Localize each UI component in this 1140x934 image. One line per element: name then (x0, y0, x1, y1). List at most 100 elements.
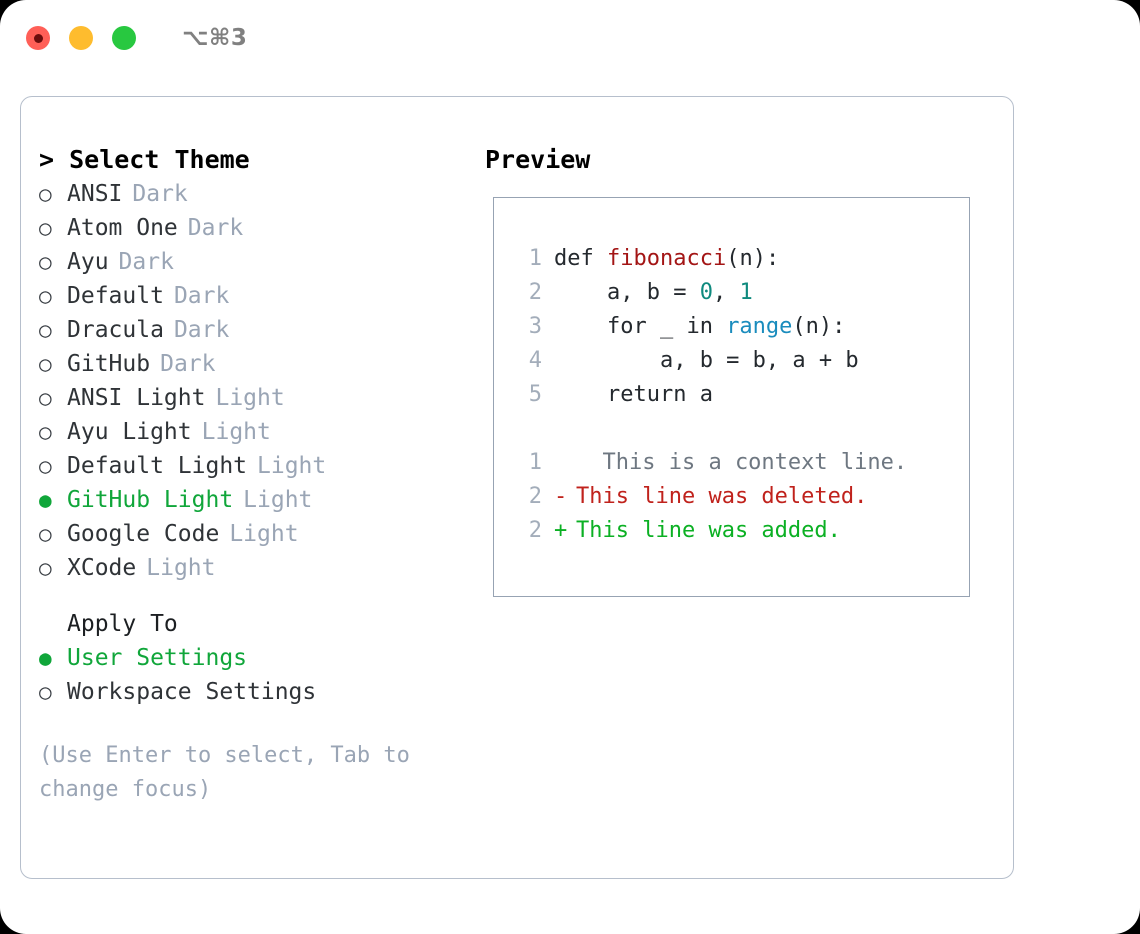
code-token-plain: a, b = b, a + b (554, 348, 859, 373)
theme-variant-tag: Dark (173, 283, 230, 309)
theme-option-label: ANSI (67, 181, 123, 207)
theme-option-label: ANSI Light (67, 385, 206, 411)
theme-option-ansi[interactable]: ○ ANSI Dark (39, 177, 483, 211)
theme-option-label: Ayu Light (67, 419, 192, 445)
radio-unselected-icon: ○ (39, 420, 52, 444)
code-token-plain: , (712, 280, 740, 305)
code-text: def fibonacci(n): (554, 242, 779, 276)
theme-option-dracula[interactable]: ○ Dracula Dark (39, 313, 483, 347)
line-number: 2 (528, 280, 542, 305)
theme-variant-tag: Dark (160, 351, 216, 377)
radio-unselected-icon: ○ (39, 680, 52, 704)
diff-line-deleted: 2-This line was deleted. (512, 480, 969, 514)
theme-variant-tag: Dark (187, 215, 244, 241)
diff-sample: 1 This is a context line.2-This line was… (512, 446, 969, 548)
radio-unselected-icon: ○ (39, 284, 52, 308)
theme-option-xcode[interactable]: ○ XCode Light (39, 551, 483, 585)
page-title: > Select Theme (39, 145, 250, 174)
theme-variant-tag: Light (257, 453, 327, 479)
diff-marker: + (554, 518, 568, 543)
code-line: 4 a, b = b, a + b (512, 344, 969, 378)
theme-variant-tag: Light (146, 555, 216, 581)
theme-option-atom-one[interactable]: ○ Atom One Dark (39, 211, 483, 245)
theme-variant-tag: Dark (173, 317, 230, 343)
theme-variant-tag: Dark (118, 249, 174, 275)
theme-option-ayu[interactable]: ○ Ayu Dark (39, 245, 483, 279)
radio-unselected-icon: ○ (39, 318, 52, 342)
diff-line-added: 2 + This line was added. (512, 514, 969, 548)
hint-line-2: change focus) (39, 777, 212, 802)
theme-option-label: Google Code (67, 521, 220, 547)
code-token-plain: a, b = (554, 280, 700, 305)
code-token-num: 1 (739, 280, 753, 305)
theme-option-label: Atom One (67, 215, 178, 241)
maximize-button[interactable] (112, 26, 136, 50)
apply-to-heading: Apply To (67, 611, 178, 637)
code-token-plain: for _ in (554, 314, 727, 339)
code-text: a, b = b, a + b (554, 344, 859, 378)
apply-to-option-user-settings[interactable]: ● User Settings (39, 641, 483, 675)
code-text: a, b = 0, 1 (554, 276, 753, 310)
code-text: for _ in range(n): (554, 310, 845, 344)
code-line: 3 for _ in range(n): (512, 310, 969, 344)
close-button[interactable] (26, 26, 50, 50)
line-number: 4 (528, 348, 542, 373)
theme-variant-tag: Dark (132, 181, 188, 207)
radio-unselected-icon: ○ (39, 216, 52, 240)
code-token-plain: (n): (792, 314, 846, 339)
theme-option-label: GitHub (67, 351, 151, 377)
code-token-plain: def (554, 246, 607, 271)
theme-option-label: XCode (67, 555, 137, 581)
diff-line-context: 1 This is a context line. (512, 446, 969, 480)
radio-unselected-icon: ○ (39, 250, 52, 274)
theme-variant-tag: Light (215, 385, 285, 411)
theme-variant-tag: Light (243, 487, 313, 513)
apply-to-option-workspace-settings[interactable]: ○ Workspace Settings (39, 675, 483, 709)
code-token-plain: (n): (726, 246, 780, 271)
keyboard-shortcut-label: ⌥⌘3 (182, 25, 248, 51)
radio-unselected-icon: ○ (39, 522, 52, 546)
minimize-button[interactable] (69, 26, 93, 50)
radio-unselected-icon: ○ (39, 386, 52, 410)
theme-option-label: Ayu (67, 249, 109, 275)
line-number: 1 (528, 246, 542, 271)
diff-marker: - (554, 484, 568, 509)
theme-option-github-light[interactable]: ● GitHub Light Light (39, 483, 483, 517)
apply-to-option-label: User Settings (67, 645, 248, 671)
hint-line-1: (Use Enter to select, Tab to (39, 743, 410, 768)
code-token-builtin: range (726, 314, 793, 339)
theme-option-ayu-light[interactable]: ○ Ayu Light Light (39, 415, 483, 449)
line-number: 2 (528, 518, 542, 543)
code-line: 5 return a (512, 378, 969, 412)
theme-option-label: Default Light (67, 453, 248, 479)
theme-option-label: Dracula (67, 317, 164, 343)
code-line: 1 def fibonacci(n): (512, 242, 969, 276)
theme-option-label: GitHub Light (67, 487, 234, 513)
code-token-plain: return a (554, 382, 713, 407)
line-number: 2 (528, 484, 542, 509)
radio-unselected-icon: ○ (39, 182, 52, 206)
diff-marker (554, 446, 576, 480)
radio-selected-icon: ● (39, 646, 52, 670)
code-line: 2 a, b = 0, 1 (512, 276, 969, 310)
theme-option-ansi-light[interactable]: ○ ANSI Light Light (39, 381, 483, 415)
theme-option-github[interactable]: ○ GitHub Dark (39, 347, 483, 381)
apply-to-option-label: Workspace Settings (67, 679, 317, 705)
titlebar: ⌥⌘3 (0, 0, 1140, 76)
preview-title: Preview (485, 145, 591, 174)
radio-unselected-icon: ○ (39, 352, 52, 376)
recording-indicator-icon (33, 33, 43, 43)
theme-variant-tag: Light (201, 419, 271, 445)
apply-to-option-list: ● User Settings ○ Workspace Settings (39, 641, 483, 709)
diff-text: This line was added. (576, 518, 841, 543)
radio-unselected-icon: ○ (39, 556, 52, 580)
radio-selected-icon: ● (39, 488, 52, 512)
